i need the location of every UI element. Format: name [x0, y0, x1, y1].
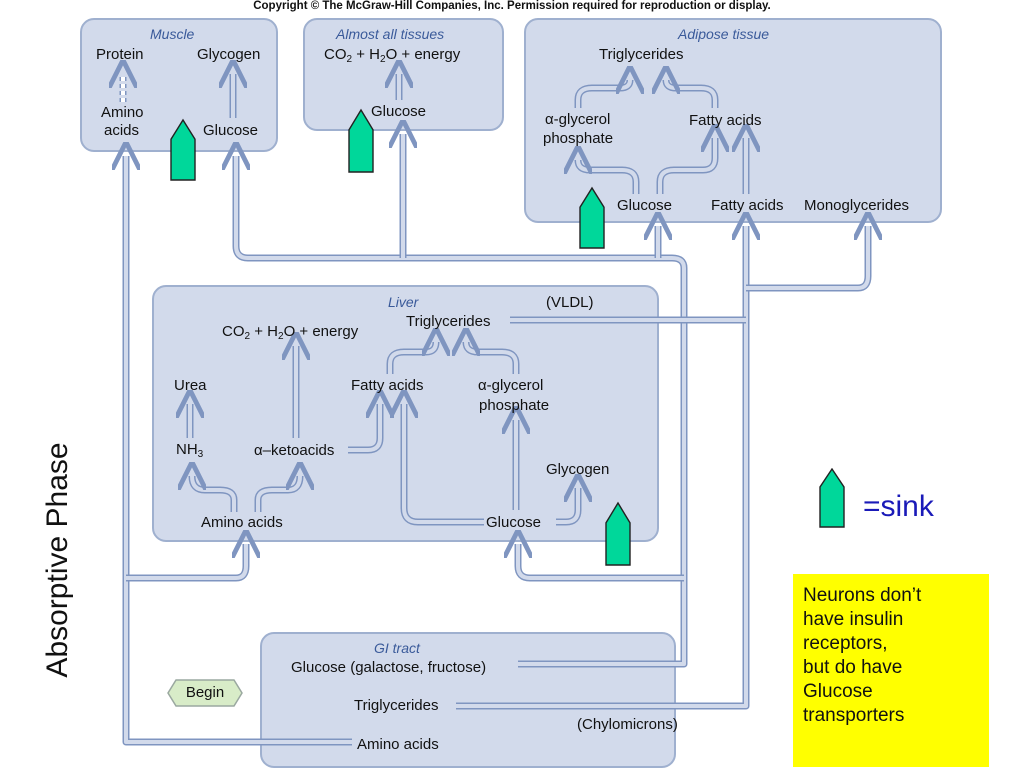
note-line: but do have	[803, 657, 903, 678]
begin-arrow-icon	[167, 679, 243, 707]
liver-glucose-to-glycogen-pipe-core	[556, 488, 578, 524]
liver-amino-acids: Amino acids	[201, 514, 283, 531]
gi-glucose-trunk-pipe	[232, 156, 688, 668]
liver-glycogen: Glycogen	[546, 461, 610, 478]
liver-o-energy: O + energy	[283, 323, 359, 340]
gi-amino-acids: Amino acids	[357, 736, 439, 753]
adipose-fa-to-tg-pipe	[662, 79, 719, 108]
liver-agp-to-tg-pipe	[462, 341, 520, 374]
adipose-agp-to-tg-pipe	[574, 79, 634, 108]
adipose-triglycerides: Triglycerides	[599, 46, 684, 63]
liver-urea: Urea	[174, 377, 207, 394]
adipose-glucose-to-agp-pipe	[574, 159, 640, 194]
adipose-fatty-acids: Fatty acids	[711, 197, 784, 214]
branch-to-monoglycerides-pipe	[746, 226, 872, 292]
branch-to-liver-glucose-pipe	[514, 544, 684, 582]
liver-triglycerides: Triglycerides	[406, 313, 491, 330]
muscle-glucose: Glucose	[203, 122, 259, 139]
adipose-glucose-to-fa-pipe	[656, 138, 719, 194]
gi-title: GI tract	[374, 640, 420, 656]
liver-nh3-subscript: 3	[197, 449, 204, 460]
muscle-amino-acids-line2: acids	[104, 122, 140, 139]
liver-amino-to-nh3-pipe-core	[192, 476, 236, 512]
neuron-note: Neurons don’t have insulin receptors, bu…	[793, 574, 989, 767]
branch-to-monoglycerides-pipe-core	[746, 226, 868, 290]
liver-glucose-to-fa-pipe-core	[404, 404, 484, 524]
note-line: Glucose	[803, 681, 873, 702]
liver-fatty-acids: Fatty acids	[351, 377, 424, 394]
tissues-co2-h2o-energy: CO2 + H2O + energy	[324, 46, 460, 69]
liver-agp-line2: phosphate	[479, 397, 550, 414]
liver-fa-to-tg-pipe-core	[388, 342, 436, 374]
adipose-agp-line1: α-glycerol	[545, 111, 611, 128]
tissues-glucose: Glucose	[371, 103, 427, 120]
begin-marker: Begin	[166, 678, 244, 708]
sink-marker-icon-tissues	[348, 108, 374, 173]
adipose-agp-line2: phosphate	[543, 130, 614, 147]
gi-glucose-trunk-pipe-core	[236, 156, 686, 666]
adipose-title: Adipose tissue	[678, 26, 770, 42]
liver-keto-to-fa-pipe	[348, 404, 384, 454]
liver-co2: CO	[222, 323, 245, 340]
begin-label: Begin	[185, 684, 225, 701]
liver-title: Liver	[388, 294, 419, 310]
tissues-title: Almost all tissues	[336, 26, 445, 42]
liver-h2o-subscript: 2	[278, 331, 284, 342]
tissues-h2o-subscript: 2	[380, 54, 386, 65]
gi-tg-to-adipose-pipe-core	[456, 226, 746, 708]
liver-amino-to-keto-pipe-core	[256, 476, 300, 512]
gi-triglycerides: Triglycerides	[354, 697, 439, 714]
adipose-fatty-acids-top: Fatty acids	[689, 112, 762, 129]
note-line: transporters	[803, 705, 905, 726]
liver-co2-h2o-energy: CO2 + H2O + energy	[222, 323, 358, 346]
tissues-co2-subscript: 2	[346, 54, 353, 65]
adipose-glucose-to-agp-pipe-core	[578, 160, 638, 194]
liver-plus-h: + H	[250, 323, 278, 340]
tissues-o-energy: O + energy	[385, 46, 461, 63]
copyright-notice: Copyright © The McGraw-Hill Companies, I…	[253, 0, 771, 12]
liver-nh3: NH3	[176, 441, 203, 464]
liver-ketoacids: α–ketoacids	[254, 442, 335, 459]
gi-amino-to-muscle-pipe-core	[126, 156, 352, 744]
liver-agp-to-tg-pipe-core	[466, 342, 518, 374]
adipose-panel	[524, 18, 942, 223]
note-line: have insulin	[803, 609, 904, 630]
liver-keto-to-fa-pipe-core	[348, 404, 380, 452]
muscle-amino-acids-line1: Amino	[101, 104, 144, 121]
adipose-glucose: Glucose	[617, 197, 673, 214]
gi-glucose: Glucose (galactose, fructose)	[291, 659, 487, 676]
adipose-glucose-to-fa-pipe-core	[658, 138, 715, 194]
adipose-agp-to-tg-pipe-core	[576, 80, 630, 108]
adipose-monoglycerides: Monoglycerides	[804, 197, 910, 214]
sink-marker-icon-adipose	[579, 186, 605, 249]
liver-fa-to-tg-pipe	[386, 341, 440, 374]
sink-legend-label: =sink	[863, 490, 934, 523]
sink-marker-icon-liver	[605, 501, 631, 566]
sink-marker-icon-muscle	[170, 118, 196, 181]
liver-amino-to-keto-pipe	[254, 475, 304, 512]
liver-vldl: (VLDL)	[546, 294, 594, 311]
tissues-co2: CO	[324, 46, 347, 63]
liver-glucose: Glucose	[486, 514, 542, 531]
branch-to-liver-amino-pipe-core	[126, 544, 246, 580]
liver-amino-to-nh3-pipe	[188, 475, 238, 512]
side-title: Absorptive Phase	[41, 442, 74, 678]
muscle-glycogen: Glycogen	[197, 46, 261, 63]
liver-glucose-to-fa-pipe	[400, 404, 484, 526]
note-line: Neurons don’t	[803, 585, 922, 606]
muscle-title: Muscle	[150, 26, 195, 42]
liver-co2-subscript: 2	[244, 331, 251, 342]
gi-chylomicrons: (Chylomicrons)	[577, 716, 678, 733]
adipose-fa-to-tg-pipe-core	[666, 80, 717, 108]
liver-nh: NH	[176, 441, 198, 458]
branch-to-liver-glucose-pipe-core	[518, 544, 684, 580]
muscle-protein: Protein	[96, 46, 144, 63]
sink-legend-icon	[819, 468, 845, 528]
branch-to-liver-amino-pipe	[126, 544, 250, 582]
liver-agp-line1: α-glycerol	[478, 377, 544, 394]
tissues-plus-h: + H	[352, 46, 380, 63]
note-line: receptors,	[803, 633, 888, 654]
